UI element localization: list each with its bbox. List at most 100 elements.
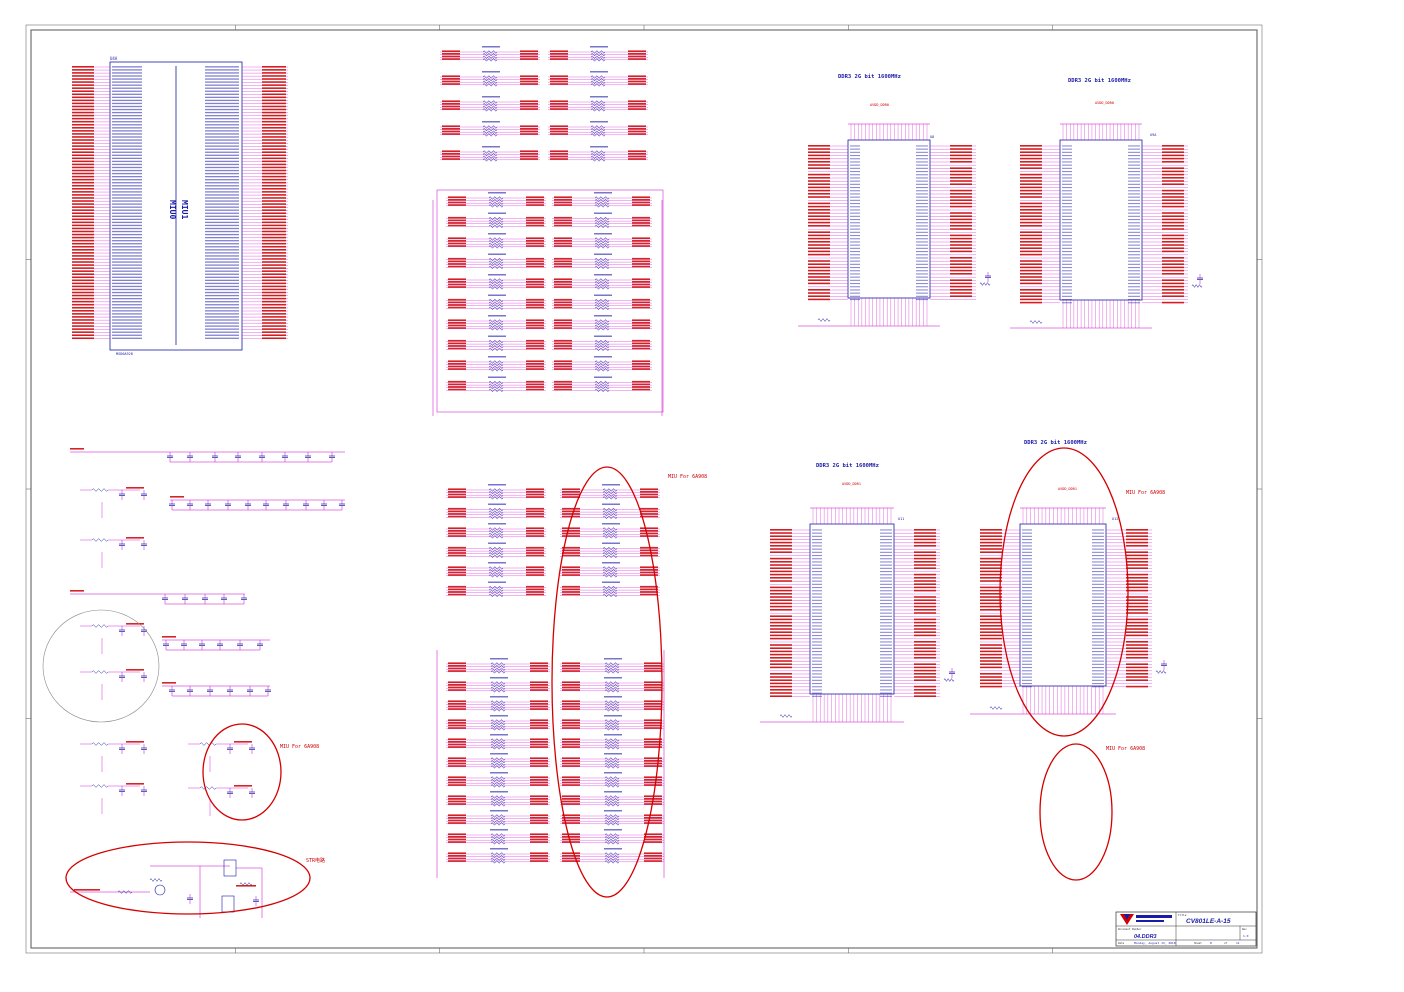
net-label [236,885,256,887]
ddr-pin-name [850,215,860,217]
net-label [442,105,460,108]
ddr-pin-name [1022,599,1032,601]
rp-ref [488,484,506,486]
net-label [562,569,580,571]
npn-transistor-icon [154,884,166,896]
net-label [770,541,792,544]
net-label [448,760,466,762]
net-label [1126,641,1148,643]
net-label [448,838,466,841]
resistor [602,496,618,500]
net-label [640,588,658,591]
pin-name [205,166,239,169]
resistor [604,681,620,685]
net-label [562,803,580,805]
net-label [448,260,466,263]
ddr-pin-name [1022,580,1032,582]
pin-name [205,148,239,150]
net-label [530,719,548,721]
net-label [448,738,466,740]
ddr-pin-name [880,577,892,579]
ddr-pin-name [1062,193,1072,195]
net-label [562,724,580,727]
resistor [490,708,506,712]
net-label [526,368,544,370]
resistor [488,327,504,331]
net-label [770,609,792,611]
ddr-pin-name [1092,663,1104,665]
resistor [490,759,506,764]
net-label [72,81,94,83]
net-label [914,666,936,669]
pin-name [112,179,142,181]
rp-ref [594,274,612,276]
pin-name [205,301,239,303]
net-label [554,342,572,345]
net-label [262,96,286,99]
ddr-pin-name [916,158,928,160]
net-label [262,108,286,111]
pin-name [112,282,142,285]
net-label [1126,596,1148,598]
net-label [520,58,538,60]
net-label [526,286,544,288]
resistor [590,75,606,79]
net-label [644,689,662,691]
net-label [980,685,1002,688]
net-label [448,743,466,746]
net-label [1020,282,1042,285]
str-note: STR电路 [306,857,325,864]
net-label [562,488,580,490]
net-label [1126,551,1148,553]
ddr-pin-name [1022,532,1032,534]
ddr-pin-name [1022,596,1032,598]
ddr-pin-name [1062,276,1072,278]
net-label [530,670,548,672]
pin-name [205,252,239,254]
ddr-pin-name [880,667,892,669]
net-label [550,125,568,127]
ddr-pin-name [916,193,928,195]
net-label [770,593,792,595]
pin-name [205,282,239,285]
date-value: Monday, August 13, 2018 [1134,941,1176,945]
ddr-pin-name [880,599,892,601]
net-label [72,282,94,285]
net-label [770,673,792,675]
net-label [914,685,936,688]
net-label [562,860,580,862]
net-label [1126,602,1148,605]
net-label [632,216,650,219]
resistor [604,724,620,728]
resistor [594,319,610,323]
rev-label: Rev [1242,927,1247,931]
net-label [632,286,650,288]
ddr-pin-name [812,667,822,669]
net-label [562,781,580,784]
resistor [490,835,506,840]
net-label [530,776,548,778]
net-label [628,158,646,160]
net-label [770,625,792,627]
ddr-pin-name [916,171,928,173]
resistor [488,298,504,303]
ddr-pin-name [812,612,822,614]
net-label [262,184,286,187]
ddr-pin-name [850,289,860,291]
resistor [490,683,506,688]
optional-circuit-ring [42,609,160,723]
resistor [490,816,506,821]
resistor [604,746,620,750]
ddr-pin-name [812,622,822,624]
ddr-pin-name [1092,609,1104,611]
net-label [562,817,580,819]
net-label [448,380,466,383]
net-label [950,151,972,153]
net-label [72,78,94,80]
pin-name [205,267,239,269]
net-label [262,72,286,74]
pin-name [112,258,142,260]
resistor [604,765,620,769]
net-label [530,819,548,822]
resistor [604,705,620,709]
